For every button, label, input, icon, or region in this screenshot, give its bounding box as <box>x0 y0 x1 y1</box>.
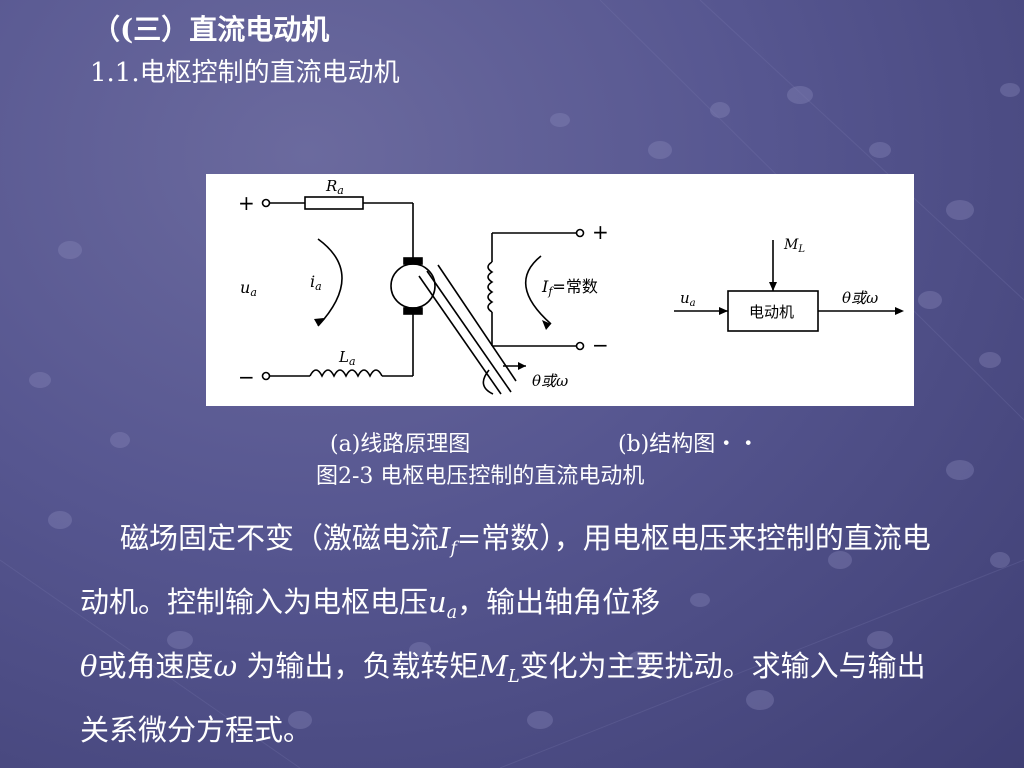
field-minus-terminal: − <box>592 333 609 357</box>
ua-var: u <box>428 585 447 620</box>
ml-var: M <box>478 649 509 684</box>
plus-terminal: + <box>238 191 255 215</box>
figure-caption: 图2-3 电枢电压控制的直流电动机 <box>316 464 645 489</box>
minus-terminal: − <box>238 365 255 389</box>
circuit-arrowheads <box>314 318 551 370</box>
if-label: If=常数 <box>541 277 598 298</box>
circuit-output-label: θ或ω <box>532 372 568 390</box>
ua-label: ua <box>240 278 257 299</box>
motor-diagram: + − + − Ra La ua ia If=常数 θ或ω ML ua 电动机 … <box>238 177 904 395</box>
body-paragraph: 磁场固定不变（激磁电流If=常数），用电枢电压来控制的直流电动机。控制输入为电枢… <box>80 521 931 748</box>
slide-subtitle: 1.1.电枢控制的直流电动机 <box>90 58 400 88</box>
caption-a: (a)线路原理图 <box>330 432 471 457</box>
block-output-label: θ或ω <box>842 289 878 307</box>
ml-label: ML <box>783 237 805 255</box>
ra-label: Ra <box>325 177 344 197</box>
slide-title: （(三）直流电动机 <box>92 13 330 46</box>
ia-label: ia <box>310 272 322 293</box>
block-arrowheads <box>719 282 904 315</box>
motor-block-label: 电动机 <box>749 303 794 321</box>
block-diagram <box>674 240 898 332</box>
figure-image: + − + − Ra La ua ia If=常数 θ或ω ML ua 电动机 … <box>206 174 914 406</box>
circuit-diagram <box>261 196 585 395</box>
caption-b: (b)结构图・・ <box>618 432 760 457</box>
field-plus-terminal: + <box>592 220 609 244</box>
theta-var: θ <box>80 649 98 684</box>
la-label: La <box>338 348 356 368</box>
omega-var: ω <box>213 649 238 684</box>
block-input-label: ua <box>680 289 696 309</box>
if-var: I <box>439 521 451 555</box>
